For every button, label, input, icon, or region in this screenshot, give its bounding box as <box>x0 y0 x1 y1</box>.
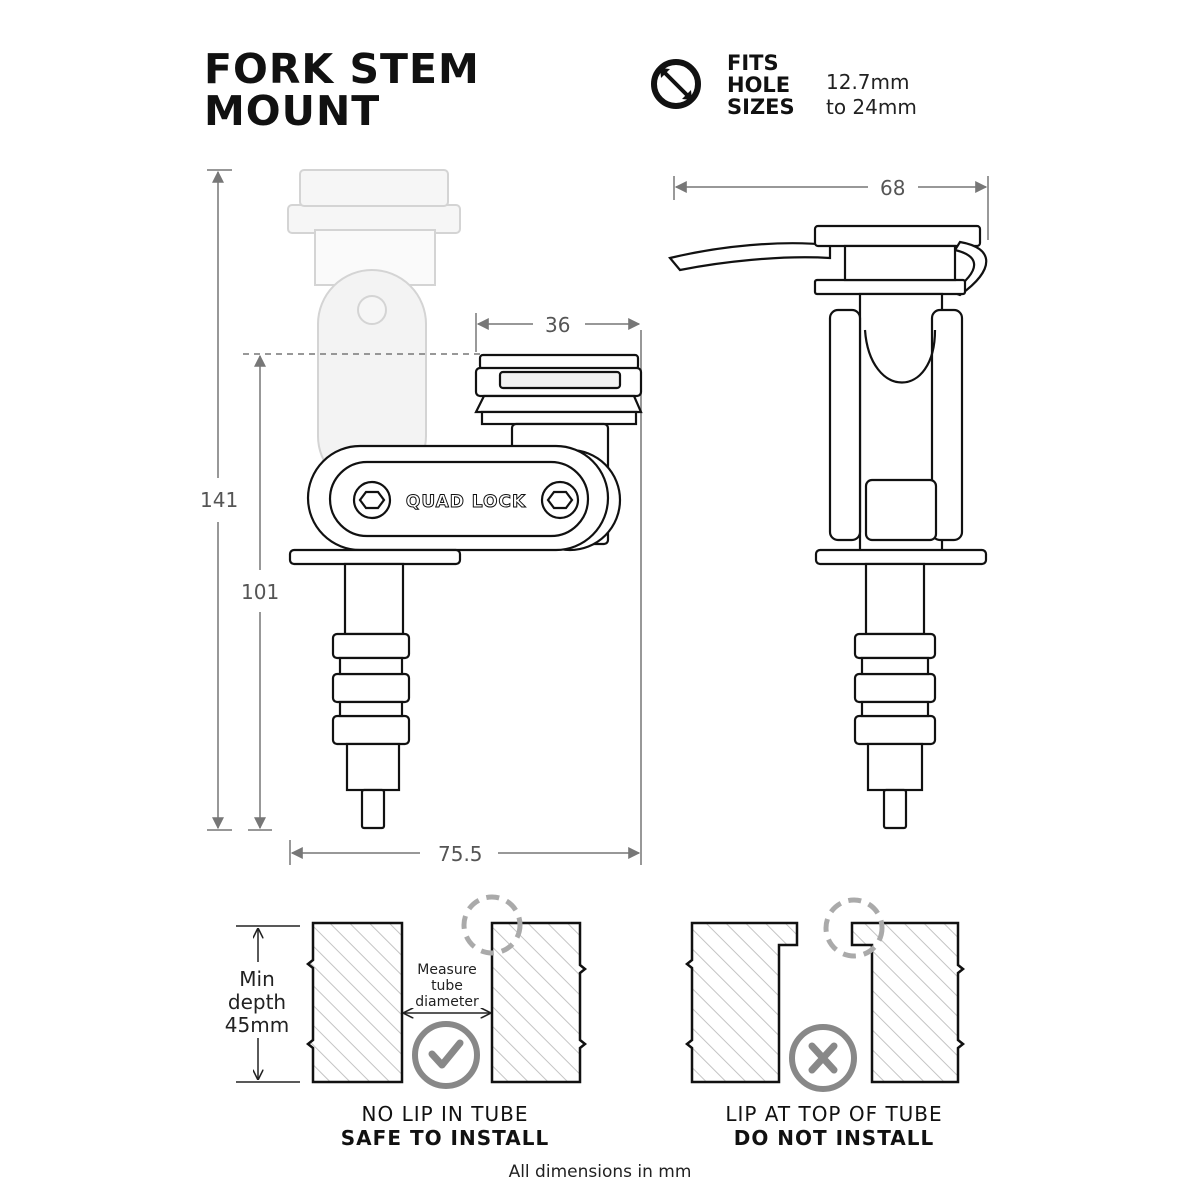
safe-caption-line-2: SAFE TO INSTALL <box>340 1126 550 1150</box>
measure-line-2: tube <box>431 978 463 994</box>
unsafe-caption-line-2: DO NOT INSTALL <box>733 1126 935 1150</box>
page-title: FORK STEM MOUNT <box>204 48 480 132</box>
measure-label: Measure tube diameter <box>404 962 490 1010</box>
measure-line-1: Measure <box>417 962 477 978</box>
fits-range-line-1: 12.7mm <box>826 70 910 94</box>
unsafe-tube-diagram <box>684 897 966 1084</box>
x-icon <box>789 1024 857 1092</box>
fits-line-3: SIZES <box>727 95 795 119</box>
fits-range: 12.7mm to 24mm <box>826 70 917 120</box>
side-view-mount <box>668 224 988 830</box>
fits-line-1: FITS <box>727 51 779 75</box>
front-dimensions <box>207 169 642 865</box>
ghost-upright-mount <box>287 169 461 491</box>
safe-tube-diagram <box>236 894 588 1084</box>
measure-line-3: diameter <box>415 994 479 1010</box>
unsafe-caption-line-1: LIP AT TOP OF TUBE <box>725 1102 943 1126</box>
brand-mark: QUAD LOCK <box>406 492 526 512</box>
checkmark-icon <box>412 1021 480 1089</box>
min-depth-line-2: depth <box>227 990 287 1014</box>
safe-caption-line-1: NO LIP IN TUBE <box>361 1102 529 1126</box>
footnote: All dimensions in mm <box>508 1162 692 1182</box>
side-dimensions <box>673 176 989 240</box>
dim-total-height: 141 <box>200 488 239 512</box>
min-depth-line-1: Min <box>239 967 275 991</box>
dim-head-width: 36 <box>545 313 571 337</box>
min-depth-label: Min depth 45mm <box>214 968 300 1037</box>
diameter-icon <box>651 59 701 109</box>
unsafe-caption: LIP AT TOP OF TUBE DO NOT INSTALL <box>654 1102 1014 1150</box>
title-line-2: MOUNT <box>204 87 381 135</box>
fits-hole-sizes-label: FITS HOLE SIZES <box>727 52 795 118</box>
dim-side-width: 68 <box>880 176 906 200</box>
title-line-1: FORK STEM <box>204 45 480 93</box>
front-view-mount <box>288 353 643 830</box>
safe-caption: NO LIP IN TUBE SAFE TO INSTALL <box>265 1102 625 1150</box>
min-depth-line-3: 45mm <box>224 1013 290 1037</box>
dim-total-width: 75.5 <box>438 842 483 866</box>
dim-stem-height: 101 <box>241 580 280 604</box>
fits-range-line-2: to 24mm <box>826 95 917 119</box>
fits-line-2: HOLE <box>727 73 791 97</box>
